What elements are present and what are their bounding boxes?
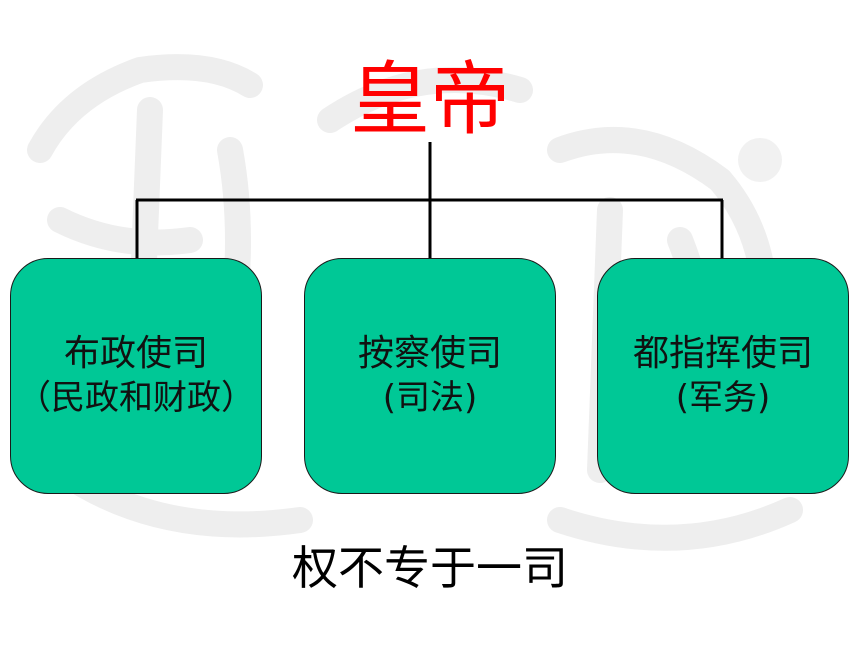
department-box-buzhengshisi: 布政使司 （民政和财政）: [10, 258, 262, 494]
department-role: (司法): [382, 378, 478, 418]
department-name: 布政使司: [63, 333, 208, 374]
department-name: 都指挥使司: [632, 333, 813, 374]
department-box-duzhihuishisi: 都指挥使司 (军务): [597, 258, 849, 494]
title-emperor: 皇帝: [350, 53, 510, 146]
department-name: 按察使司: [357, 333, 502, 374]
caption: 权不专于一司: [292, 541, 568, 595]
department-box-anchashisi: 按察使司 (司法): [304, 258, 556, 494]
department-role: （民政和财政）: [17, 378, 255, 418]
department-role: (军务): [675, 378, 771, 418]
